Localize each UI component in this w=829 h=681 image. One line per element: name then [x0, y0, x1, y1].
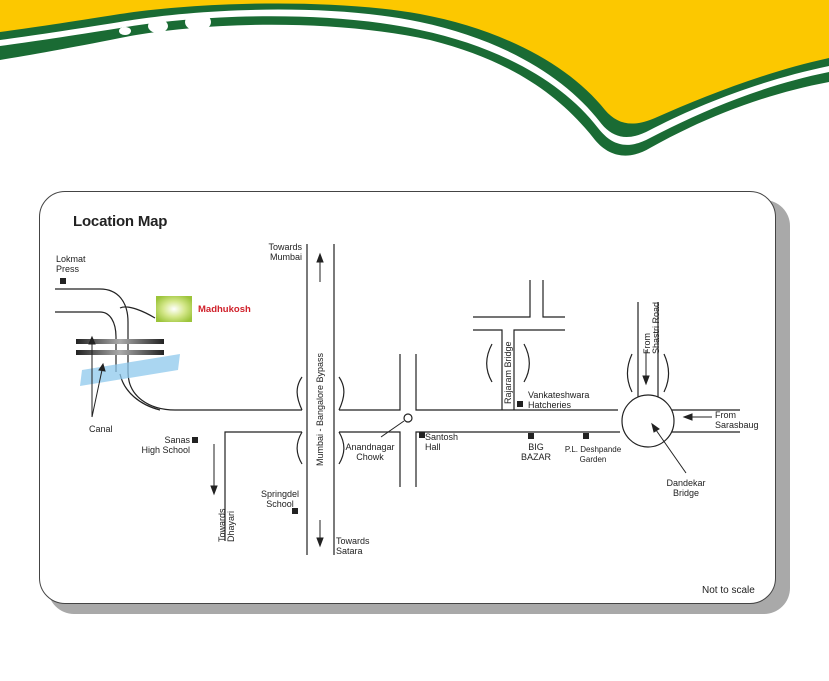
anandnagar-chowk-label: Anandnagar Chowk — [345, 442, 395, 462]
springdel-school-marker — [292, 508, 298, 514]
springdel-school-label: Springdel School — [260, 489, 300, 509]
canal-bridge-top — [76, 339, 164, 344]
landmarks — [60, 278, 589, 514]
canal-arrow-head — [98, 362, 106, 372]
dandekar-arrow — [655, 429, 687, 474]
hatcheries-marker — [517, 401, 523, 407]
canal-water — [80, 354, 180, 386]
from-sarasbaug-label: From Sarasbaug — [715, 410, 759, 430]
road-project-link — [119, 306, 156, 319]
deshpande-garden-label: P.L. Deshpande Garden — [564, 445, 622, 464]
big-bazar-label: BIG BAZAR — [520, 442, 551, 462]
lokmat-press-label: Lokmat Press — [56, 254, 86, 274]
mumbai-arrow-head — [316, 252, 324, 263]
chowk-arrow — [380, 420, 405, 438]
rajaram-bridge-curves — [486, 343, 530, 383]
big-bazar-marker — [528, 433, 534, 439]
arrows — [88, 252, 712, 548]
bypass-label: Mumbai - Bangalore Bypass — [315, 352, 325, 466]
project-marker — [156, 296, 192, 322]
sanas-school-marker — [192, 437, 198, 443]
map-card: Location Map Madhukosh Lokmat Press Cana… — [39, 191, 776, 604]
road-shastri — [637, 302, 659, 397]
road-west-inner — [55, 311, 117, 372]
roundabout — [621, 394, 675, 448]
towards-satara-label: Towards Satara — [336, 536, 370, 556]
canal-arrow — [91, 369, 103, 418]
road-dhayari — [224, 431, 302, 541]
road-east-3 — [339, 431, 401, 487]
banner-yellow — [0, 0, 829, 124]
canal-bridge-bottom — [76, 350, 164, 355]
hatcheries-label: Vankateshwara Hatcheries — [528, 390, 590, 410]
from-shastri-road-label: From Shastri Road — [642, 301, 661, 354]
sarasbaug-arrow-head — [682, 413, 693, 421]
road-canal-curve — [119, 373, 161, 411]
scale-note: Not to scale — [702, 585, 755, 596]
dandekar-bridge-label: Dandekar Bridge — [666, 478, 706, 498]
deshpande-garden-marker — [583, 433, 589, 439]
rajaram-bridge-top — [473, 280, 565, 318]
roads — [55, 244, 740, 555]
map-drawing — [55, 244, 740, 555]
road-sarasbaug — [672, 409, 740, 433]
satara-arrow-head — [316, 537, 324, 548]
santosh-hall-marker — [419, 432, 425, 438]
rajaram-bridge-label: Rajaram Bridge — [503, 341, 513, 404]
canal-arrow-head — [88, 335, 96, 345]
banner-bubble — [185, 13, 211, 31]
towards-dhayari-label: Towards Dhayari — [217, 508, 236, 542]
road-shastri-curves — [626, 353, 670, 393]
bypass-slip-right — [338, 376, 345, 465]
road-east-1 — [339, 354, 401, 411]
sanas-school-label: Sanas High School — [141, 435, 190, 455]
project-label: Madhukosh — [198, 304, 251, 315]
canal-label: Canal — [89, 424, 113, 434]
lokmat-press-marker — [60, 278, 66, 284]
rajaram-bridge-road — [473, 329, 565, 410]
towards-mumbai-label: Towards Mumbai — [268, 242, 302, 262]
bypass-slip-left — [296, 376, 303, 465]
road-east-4 — [415, 431, 620, 487]
map-title: Location Map — [73, 213, 168, 230]
road-east-2 — [415, 354, 618, 411]
dandekar-arrow-head — [651, 422, 660, 433]
shastri-arrow-head — [642, 375, 650, 386]
banner-bubble — [119, 27, 131, 35]
dhayari-arrow-head — [210, 485, 218, 496]
chowk-marker — [403, 413, 413, 423]
banner-bubble — [148, 19, 168, 33]
santosh-hall-label: Santosh Hall — [425, 432, 459, 452]
header-banner — [0, 0, 829, 156]
